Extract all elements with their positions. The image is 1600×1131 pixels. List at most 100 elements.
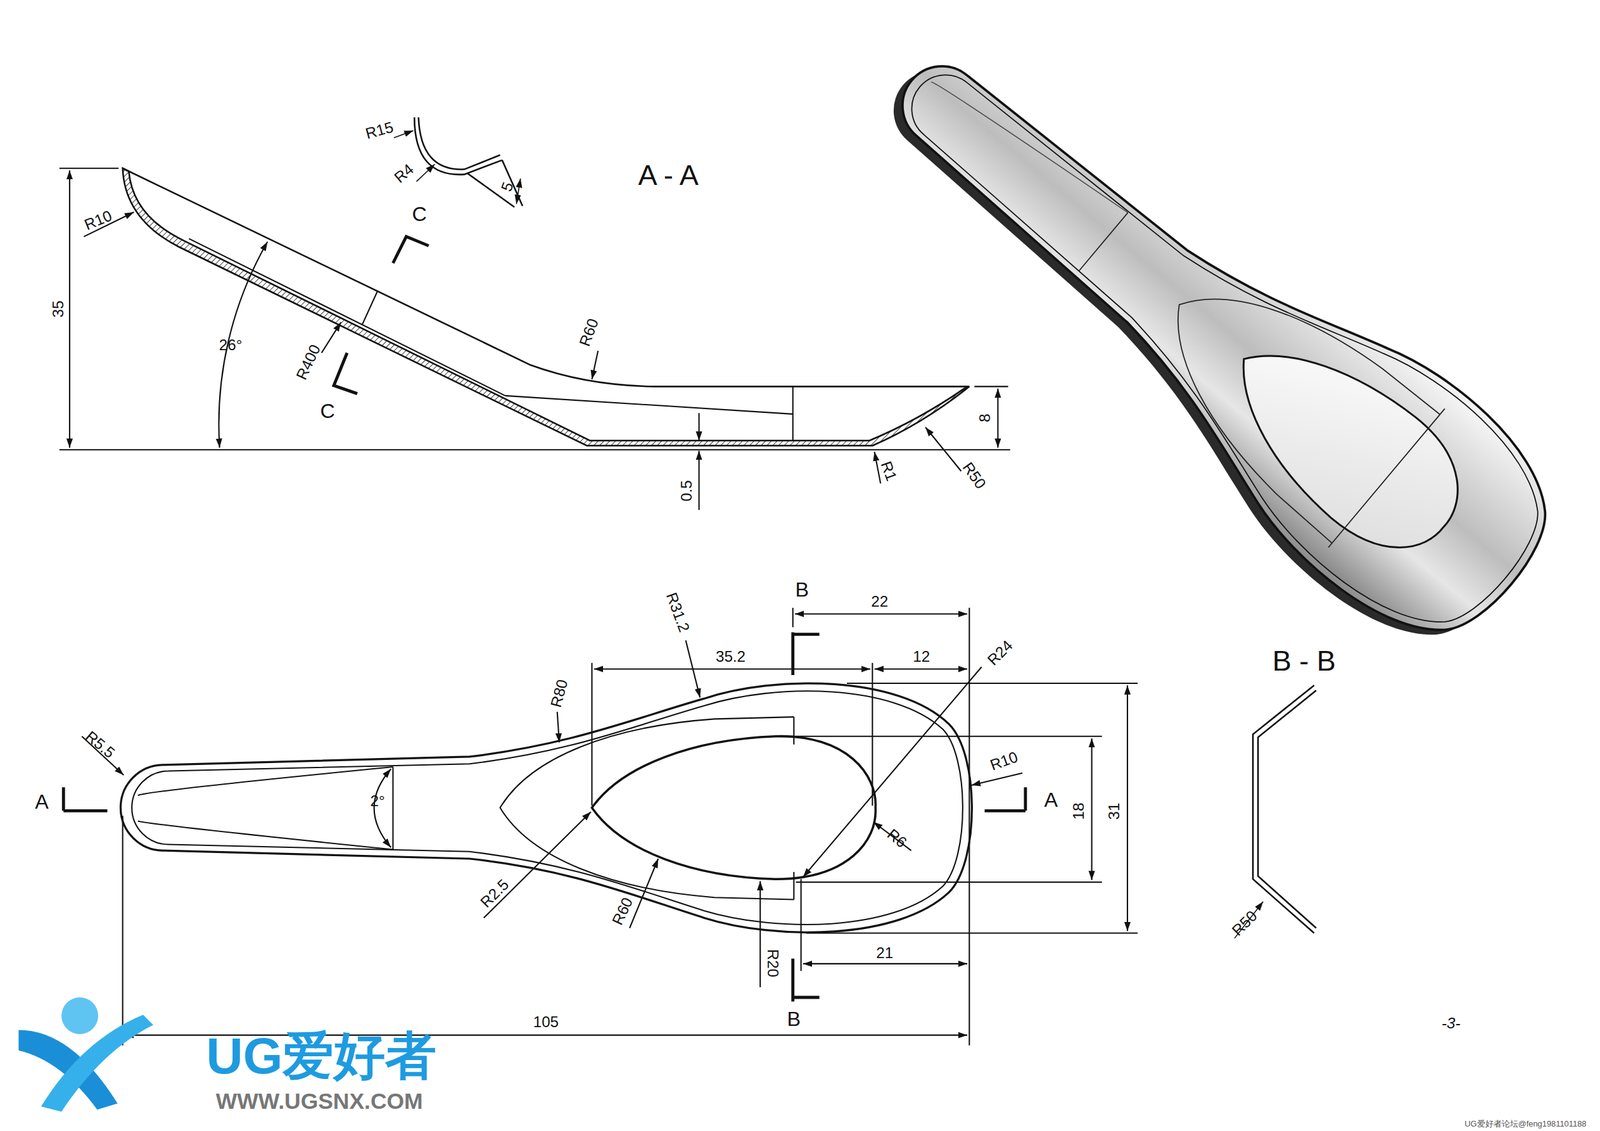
plan-view-line: [796, 736, 1103, 738]
section-a-a-line: [996, 388, 999, 448]
logo-mark: [18, 997, 154, 1112]
section-a-a-line: [698, 450, 700, 510]
section-a-a-line: [392, 236, 429, 264]
plan-view-line: [122, 815, 124, 1046]
section-a-a-line: [59, 167, 119, 170]
logo-mark-line: [61, 997, 99, 1035]
radius-dim: R6: [884, 826, 909, 851]
plan-view-line: [63, 787, 108, 811]
radius-dim: R5.5: [82, 728, 118, 761]
plan-view: [63, 608, 1138, 1046]
plan-view-line: [803, 963, 968, 965]
section-title: A - A: [638, 161, 699, 191]
plan-view-line: [873, 822, 912, 851]
radius-dim: R10: [82, 207, 115, 233]
radius-dim: R60: [609, 895, 636, 927]
section-marker: C: [319, 400, 335, 422]
spoon-render: [829, 0, 1586, 680]
plan-view-line: [846, 682, 1138, 685]
section-c-c-line: [418, 117, 501, 170]
spoon-render-line: [829, 0, 1577, 677]
length-dim: 21: [876, 945, 894, 961]
website-url: WWW.UGSNX.COM: [215, 1090, 424, 1113]
logo-text: UG爱好者: [206, 1030, 438, 1082]
radius-dim: R2.5: [478, 877, 512, 911]
radius-dim: R10: [988, 749, 1020, 774]
page-number: -3-: [1441, 1015, 1461, 1032]
section-marker: A: [1044, 789, 1058, 811]
section-b-b: [1234, 685, 1317, 939]
radius-dim: R1: [878, 459, 900, 484]
section-a-a-line: [321, 322, 342, 353]
section-a-a-line: [974, 385, 1008, 388]
plan-view-line: [793, 958, 820, 1003]
section-c-c-line: [414, 117, 502, 175]
section-a-a-line: [69, 170, 71, 448]
plan-view-line: [806, 933, 1138, 935]
spoon-render-line: [850, 5, 1575, 662]
section-a-a-line: [591, 350, 598, 380]
section-a-a-line: [362, 290, 378, 325]
section-a-a-line: [505, 395, 794, 415]
plan-view-line: [131, 691, 963, 925]
section-a-a-line: [188, 238, 505, 396]
section-a-a-line: [698, 412, 700, 441]
section-c-c-line: [393, 130, 414, 138]
spoon-render-line: [1045, 171, 1445, 548]
plan-view-line: [792, 608, 794, 628]
section-a-a-line: [925, 427, 961, 472]
angle-dim: 2°: [369, 793, 385, 809]
section-a-a-line: [333, 352, 358, 394]
plan-view-line: [796, 881, 1103, 883]
watermark: UG爱好者论坛@feng1981101188: [1464, 1120, 1587, 1129]
plan-view-line: [483, 812, 591, 918]
plan-view-line: [590, 663, 593, 806]
length-dim: 22: [870, 594, 889, 610]
section-a-a-line: [792, 386, 794, 441]
plan-view-line: [685, 640, 701, 698]
plan-view-line: [759, 881, 761, 987]
radius-dim: R4: [391, 161, 417, 186]
section-marker: B: [794, 579, 809, 600]
plan-view-line: [120, 683, 972, 933]
section-marker: C: [411, 203, 427, 225]
radius-dim: R24: [984, 637, 1016, 669]
radius-dim: R20: [764, 949, 780, 978]
length-dim: 8: [976, 414, 992, 423]
plan-view-line: [594, 668, 871, 670]
plan-view-line: [1126, 685, 1129, 932]
plan-view-line: [557, 711, 560, 743]
radius-dim: R50: [1229, 908, 1260, 939]
spoon-render-line: [838, 0, 1586, 672]
length-dim: 12: [912, 649, 930, 665]
plan-view-line: [794, 613, 968, 615]
plan-view-line: [874, 668, 968, 670]
length-dim: 35: [50, 300, 66, 318]
section-a-a-line: [218, 241, 268, 448]
section-c-c-line: [516, 178, 521, 204]
spoon-render-line: [1201, 308, 1486, 578]
radius-dim: R15: [364, 119, 396, 142]
plan-view-line: [1091, 738, 1093, 881]
section-a-a-line: [122, 168, 970, 446]
angle-dim: 26°: [219, 336, 243, 353]
section-b-b-line: [1252, 685, 1315, 934]
section-a-a: [59, 168, 1011, 511]
plan-view-line: [392, 767, 394, 850]
length-dim: 31: [1106, 802, 1122, 820]
section-c-c-line: [416, 164, 435, 182]
plan-view-line: [803, 666, 982, 878]
length-dim: 105: [533, 1014, 559, 1030]
plan-view-line: [793, 717, 795, 745]
section-a-a-line: [59, 449, 1011, 451]
spoon-render-line: [931, 62, 1128, 234]
radius-dim: R60: [577, 316, 602, 349]
plan-view-line: [629, 858, 659, 929]
length-dim: 0.5: [679, 480, 695, 502]
plan-view-line: [591, 736, 876, 880]
radius-dim: R80: [547, 678, 571, 710]
plan-view-line: [800, 879, 802, 972]
radius-dim: R400: [293, 342, 323, 383]
